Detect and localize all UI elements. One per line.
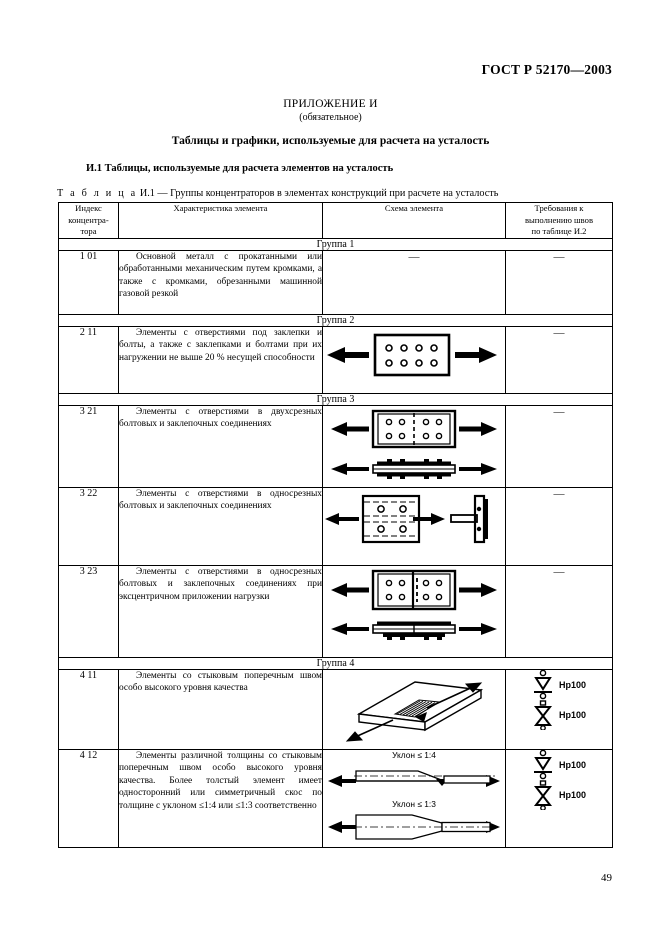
appendix-subtitle: (обязательное) [299,112,362,123]
row-index: 3 21 [58,404,119,488]
row-weld-requirement: Нр100 Нр100 [505,668,613,750]
group-header-row: Группа 1 [58,237,613,251]
slope-label-2: Уклон ≤ 1:3 [392,798,436,809]
group-label: Группа 3 [58,392,613,406]
row-weld-requirement: — [505,564,613,658]
page-number: 49 [601,872,612,884]
group-label: Группа 1 [58,237,613,251]
weld-symbol-group: Нр100 Нр100 [506,749,612,810]
group-header-row: Группа 3 [58,392,613,406]
table-body: Группа 1 1 01 Основной металл с прокатан… [58,237,613,848]
ultrasonic-test-symbol-icon [533,780,553,810]
page-title: Таблицы и графики, используемые для расч… [171,135,490,147]
row-weld-requirement: — [505,486,613,566]
row-description: Элементы с отверстиями в односрезных бол… [118,564,323,658]
column-header-characteristic: Характеристика элемента [118,202,323,239]
row-description: Элементы различной толщины со стыковым п… [118,748,323,848]
row-description: Элементы с отверстиями в односрезных бол… [118,486,323,566]
row-weld-requirement: — [505,404,613,488]
row-index: 3 22 [58,486,119,566]
row-weld-requirement: — [505,325,613,394]
eccentric-shear-side-view [331,621,497,640]
eccentric-shear-top-view [331,569,497,610]
group-label: Группа 2 [58,313,613,327]
table-caption-text: — Группы концентраторов в элементах конс… [157,188,499,199]
table-row: 2 11 Элементы с отверстиями под заклепки… [58,325,613,394]
standard-number: ГОСТ Р 52170—2003 [481,62,612,77]
appendix-heading: ПРИЛОЖЕНИЕ И (обязательное) [0,98,661,123]
table-row: 4 12 Элементы различной толщины со стыко… [58,748,613,848]
weld-symbol-row: Нр100 [532,749,586,780]
row-weld-requirement: Нр100 Нр100 [505,748,613,848]
slope-label-1: Уклон ≤ 1:4 [392,749,436,760]
weld-symbol-row: Нр100 [532,700,586,730]
slope-1-3-group: Уклон ≤ 1:3 [326,799,502,844]
table-caption-number: И.1 [139,188,155,199]
radiographic-test-symbol-icon [533,749,552,780]
table-header-row: Индекс концентра- тора Характеристика эл… [58,202,613,239]
row-scheme [322,668,506,750]
table-caption: Т а б л и ц а И.1 — Группы концентраторо… [57,188,498,199]
row-scheme [322,564,506,658]
row-description: Основной металл с прокатанными или обраб… [118,249,323,315]
one-sided-taper-profile [328,770,500,787]
row-scheme [322,325,506,394]
column-header-index: Индекс концентра- тора [58,202,119,239]
section-title: И.1 Таблицы, используемые для расчета эл… [86,163,394,174]
concentrator-groups-table: Индекс концентра- тора Характеристика эл… [58,202,613,848]
table-row: 3 22 Элементы с отверстиями в односрезны… [58,486,613,566]
table-caption-prefix: Т а б л и ц а [57,188,138,199]
symmetric-taper-profile [328,814,500,840]
row-description: Элементы со стыковым поперечным швом осо… [118,668,323,750]
weld-label: Нр100 [558,789,586,800]
appendix-title: ПРИЛОЖЕНИЕ И [283,98,378,110]
radiographic-test-symbol-icon [533,669,552,700]
group-header-row: Группа 4 [58,656,613,670]
weld-label: Нр100 [558,679,586,690]
weld-symbol-row: Нр100 [532,669,586,700]
column-header-weld-requirements: Требования к выполнению швов по таблице … [505,202,613,239]
row-weld-requirement: — [505,249,613,315]
double-shear-side-view [331,458,497,479]
table-row: 3 23 Элементы с отверстиями в односрезны… [58,564,613,658]
row-scheme: Уклон ≤ 1:4 [322,748,506,848]
row-scheme [322,486,506,566]
table-row: 3 21 Элементы с отверстиями в двухсрезны… [58,404,613,488]
row-scheme [322,404,506,488]
group-label: Группа 4 [58,656,613,670]
row-index: 4 12 [58,748,119,848]
weld-label: Нр100 [558,709,586,720]
column-header-scheme: Схема элемента [322,202,506,239]
row-index: 3 23 [58,564,119,658]
weld-symbol-row: Нр100 [532,780,586,810]
ultrasonic-test-symbol-icon [533,700,553,730]
row-description: Элементы с отверстиями под заклепки и бо… [118,325,323,394]
row-description: Элементы с отверстиями в двухсрезных бол… [118,404,323,488]
slope-1-4-group: Уклон ≤ 1:4 [326,750,502,795]
row-index: 4 11 [58,668,119,750]
weld-symbol-group: Нр100 Нр100 [506,669,612,730]
single-shear-diagram [325,494,488,543]
table-row: 4 11 Элементы со стыковым поперечным шво… [58,668,613,750]
double-shear-top-view [331,409,497,448]
weld-label: Нр100 [558,759,586,770]
plate-8-holes-diagram [327,333,497,377]
group-header-row: Группа 2 [58,313,613,327]
isometric-butt-weld-diagram [345,681,484,742]
row-index: 1 01 [58,249,119,315]
row-scheme: — [322,249,506,315]
table-row: 1 01 Основной металл с прокатанными или … [58,249,613,315]
row-index: 2 11 [58,325,119,394]
table-header: Индекс концентра- тора Характеристика эл… [58,202,613,239]
